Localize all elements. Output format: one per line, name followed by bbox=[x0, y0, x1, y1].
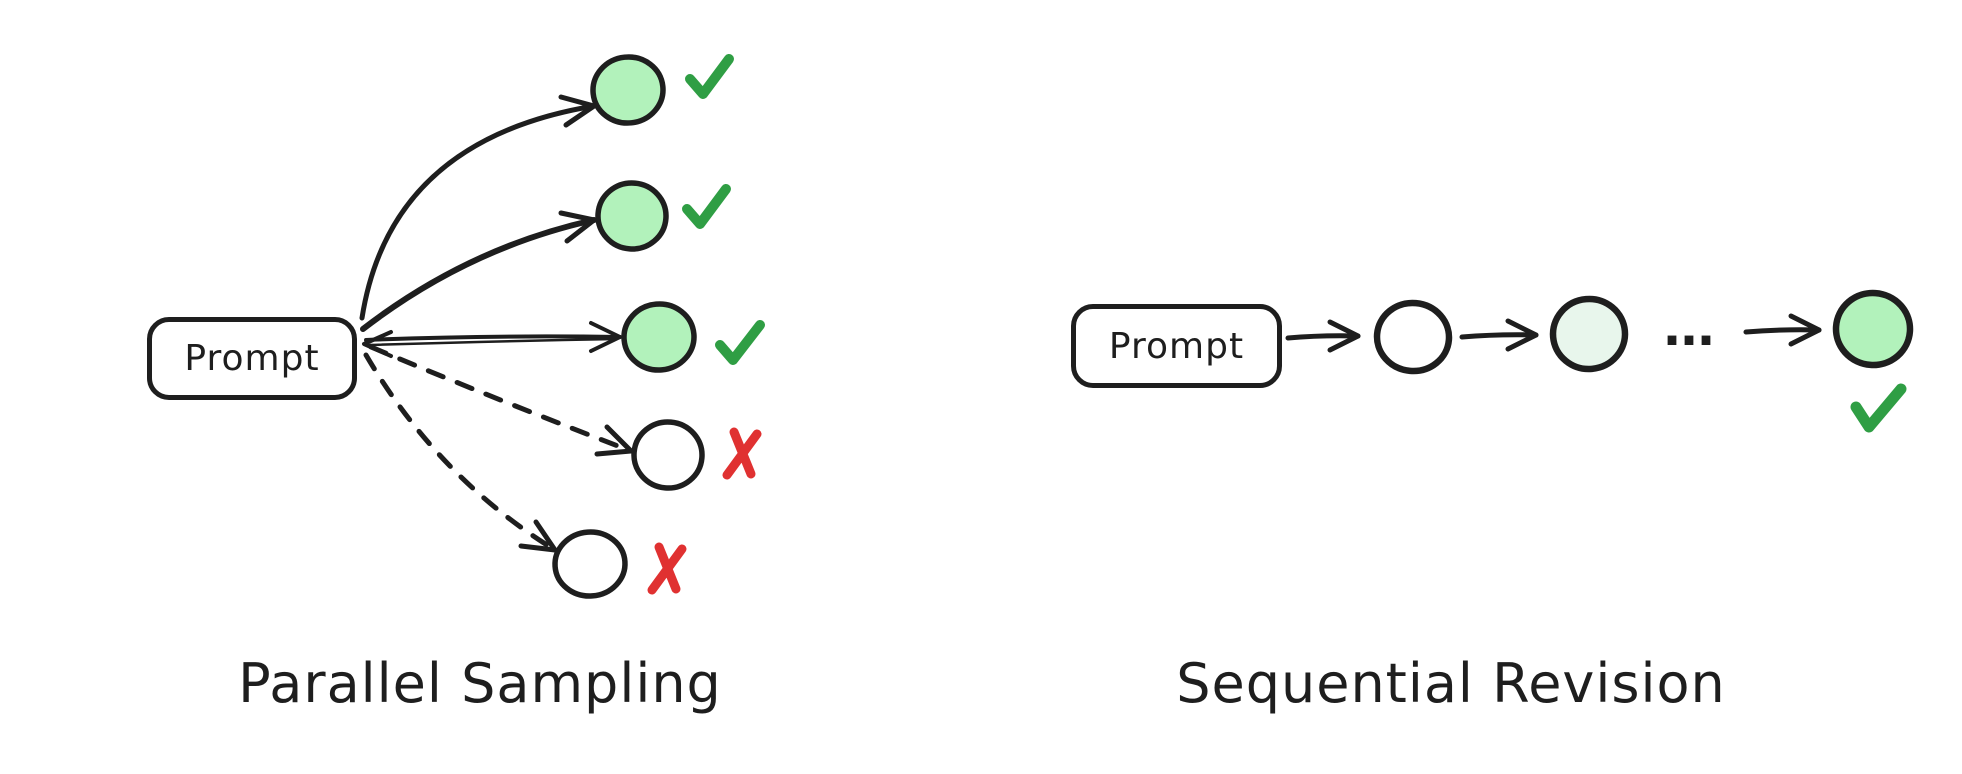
branch-arrow-4-arrowhead bbox=[594, 424, 634, 457]
check-icon-3 bbox=[715, 320, 765, 365]
seq-arrow-3 bbox=[1743, 327, 1822, 335]
seq-arrow-2 bbox=[1459, 332, 1539, 340]
revision-node-2 bbox=[1549, 295, 1629, 373]
sequence-ellipsis: ... bbox=[1662, 299, 1716, 357]
sample-node-3 bbox=[621, 301, 697, 373]
seq-arrow-3-arrowhead bbox=[1788, 313, 1822, 347]
branch-arrow-1 bbox=[359, 103, 597, 321]
sequential-revision-title: Sequential Revision bbox=[1176, 652, 1726, 715]
sample-node-2 bbox=[595, 180, 669, 252]
seq-arrow-1 bbox=[1285, 333, 1361, 341]
check-icon-final bbox=[1850, 383, 1907, 433]
sample-node-5 bbox=[552, 529, 628, 599]
parallel-prompt-box: Prompt bbox=[147, 317, 357, 400]
sample-node-1 bbox=[590, 54, 666, 126]
branch-arrow-2 bbox=[360, 217, 597, 332]
revision-node-3 bbox=[1832, 289, 1914, 369]
revision-node-1 bbox=[1373, 299, 1453, 375]
sequential-prompt-box: Prompt bbox=[1071, 304, 1282, 388]
branch-arrow-5 bbox=[363, 352, 558, 553]
branch-arrow-5-arrowhead bbox=[518, 519, 558, 553]
check-icon-2 bbox=[682, 184, 731, 229]
branch-arrow-3-arrowhead bbox=[589, 321, 622, 353]
branch-arrow-2-arrowhead bbox=[558, 210, 597, 244]
parallel-sampling-diagram bbox=[359, 54, 765, 599]
sequential-prompt-label: Prompt bbox=[1108, 325, 1245, 367]
branch-arrow-3 bbox=[364, 334, 622, 342]
sequential-revision-diagram bbox=[1285, 289, 1914, 433]
seq-arrow-1-arrowhead bbox=[1327, 319, 1361, 353]
check-icon-1 bbox=[685, 54, 734, 99]
parallel-sampling-title: Parallel Sampling bbox=[238, 652, 722, 715]
x-icon-1 bbox=[722, 427, 762, 480]
seq-arrow-2-arrowhead bbox=[1505, 318, 1539, 352]
branch-arrow-3-overdraw bbox=[367, 337, 618, 347]
sample-node-4 bbox=[631, 419, 705, 491]
branch-arrow-4 bbox=[368, 344, 634, 454]
parallel-prompt-label: Prompt bbox=[184, 338, 320, 379]
x-icon-2 bbox=[647, 542, 687, 595]
